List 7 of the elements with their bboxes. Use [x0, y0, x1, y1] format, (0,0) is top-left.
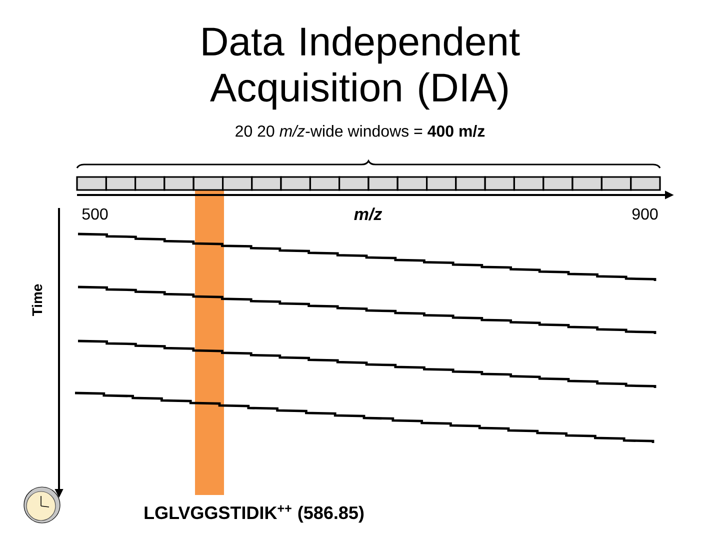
- axis-label: m/z: [354, 208, 382, 220]
- axis-label: Time: [32, 284, 42, 316]
- axis-tick-label: 500: [82, 208, 108, 220]
- title: Data Independent Acquisition (DIA): [203, 26, 520, 110]
- subtitle-text: 20 20 m/z-wide windows = 400 m/z: [236, 125, 485, 137]
- peptide-label: LGLVGGSTIDIK$^{++}$ (586.85): [144, 505, 364, 523]
- axis-tick-label: 900: [632, 208, 658, 220]
